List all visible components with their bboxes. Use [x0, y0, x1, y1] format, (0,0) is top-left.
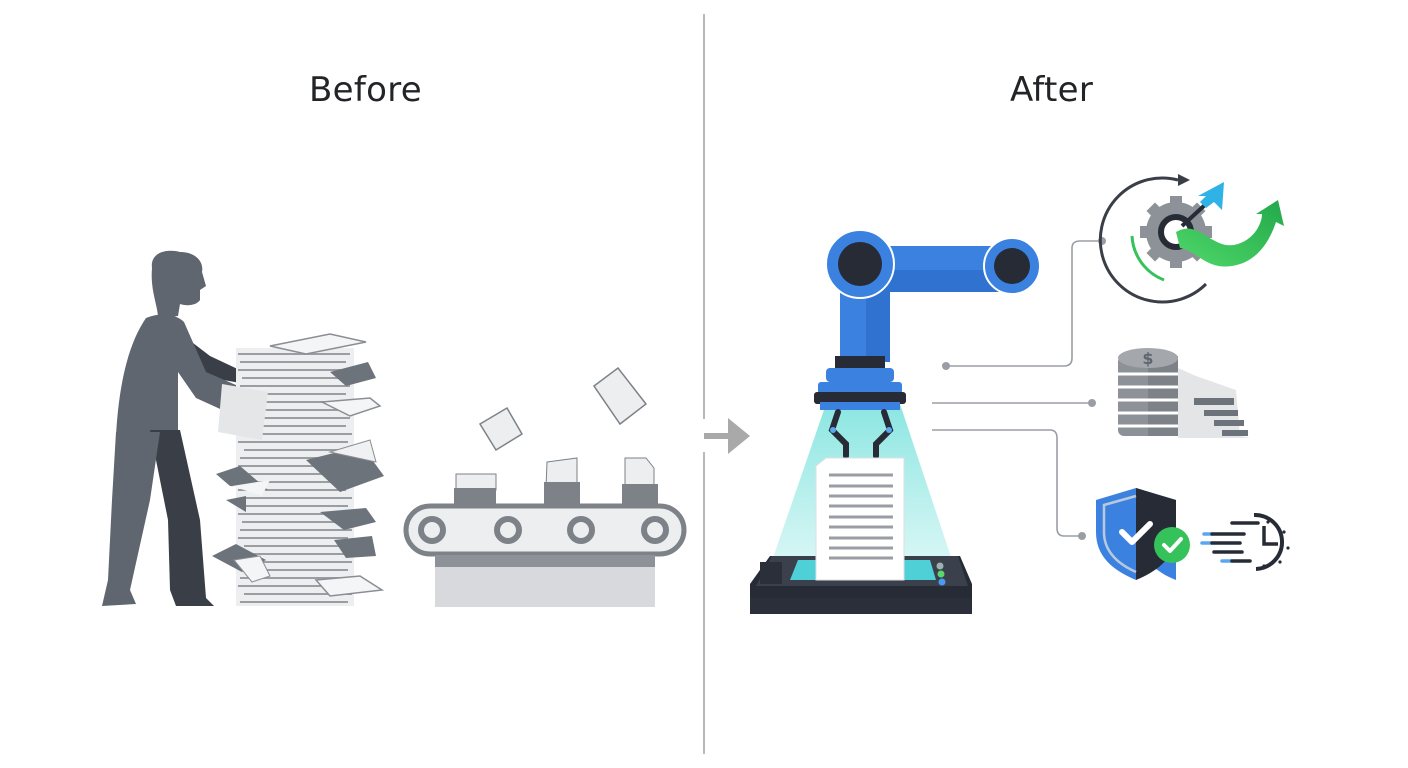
paper-stack — [212, 333, 385, 606]
dollar-sign-glyph: $ — [1142, 349, 1153, 368]
robotic-arm — [814, 229, 1041, 459]
before-title: Before — [309, 70, 422, 110]
coin-stack-icon: $ — [1118, 348, 1250, 438]
conveyor-belt — [403, 366, 687, 607]
shield-check-icon — [1096, 488, 1190, 580]
scanned-document — [815, 457, 905, 581]
gear-growth-arrow-icon — [1098, 174, 1284, 304]
transition-arrow-icon — [704, 418, 750, 454]
connector-lines — [932, 240, 1102, 537]
fast-clock-icon — [1200, 512, 1290, 571]
after-title: After — [1010, 70, 1094, 110]
